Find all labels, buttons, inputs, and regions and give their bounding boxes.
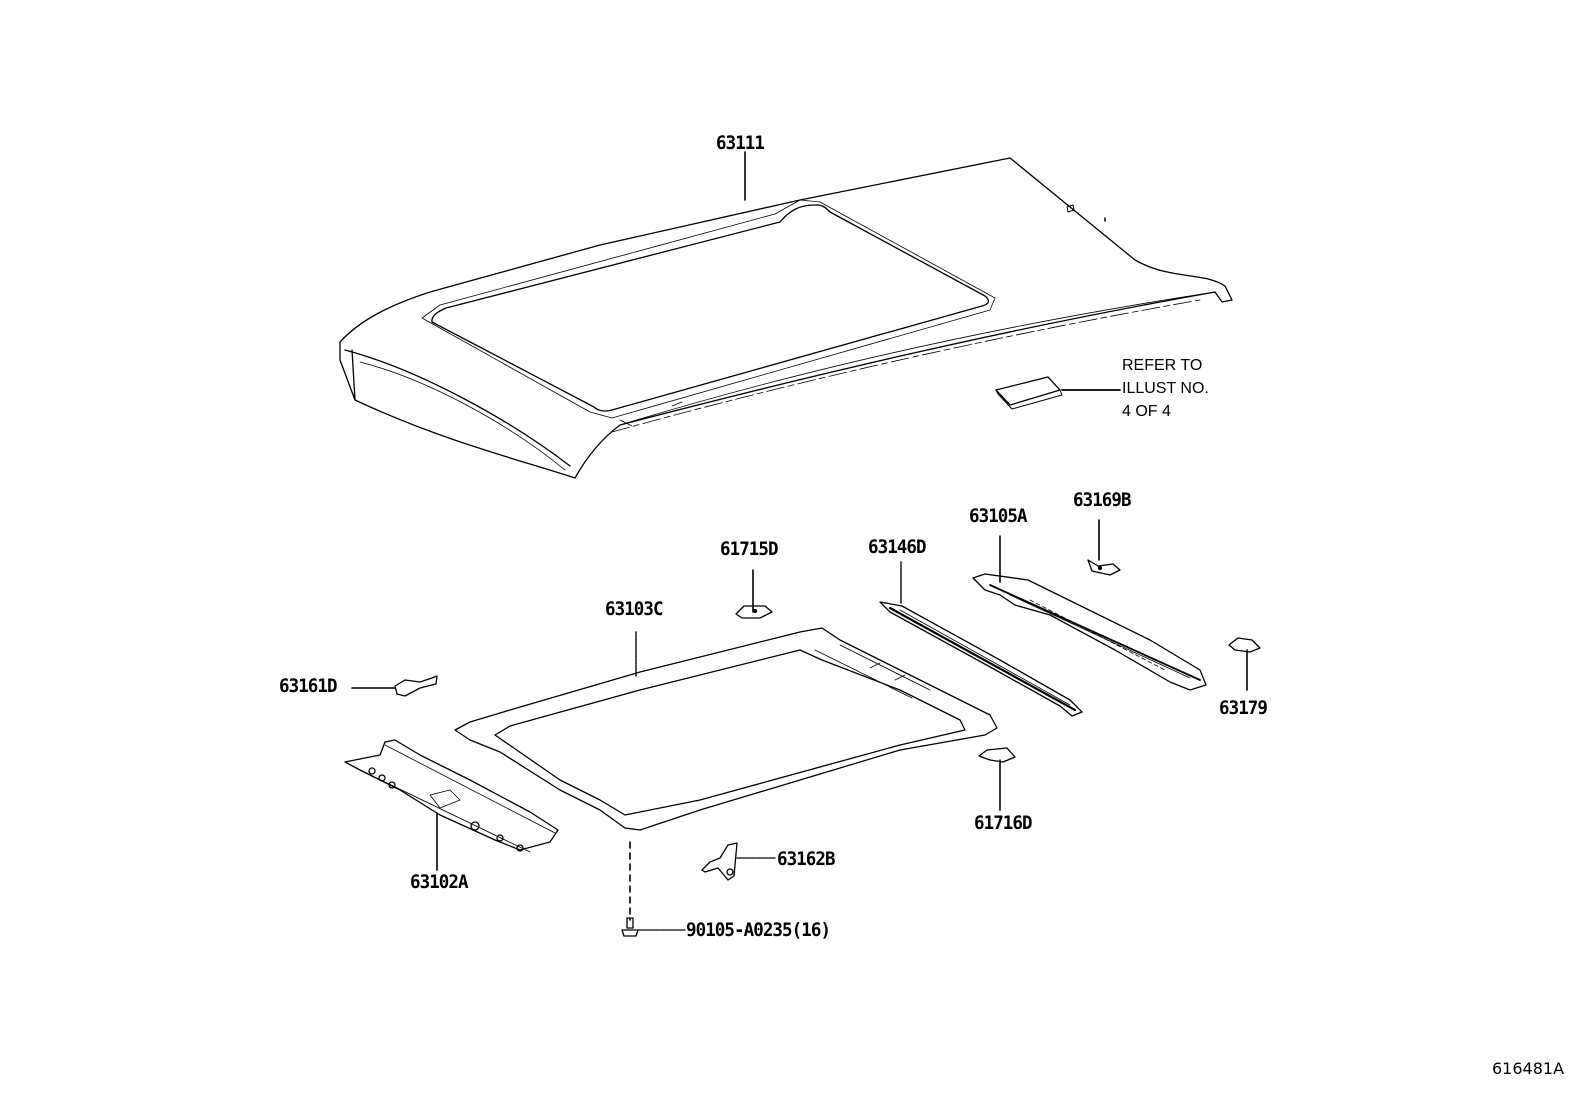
part-label-61716D[interactable]: 61716D bbox=[974, 812, 1033, 834]
bracket-61716D-drawing bbox=[978, 747, 1016, 811]
bracket-61715D-drawing bbox=[735, 569, 773, 619]
part-label-63146D[interactable]: 63146D bbox=[868, 536, 927, 558]
part-label-63102A[interactable]: 63102A bbox=[410, 871, 469, 893]
part-label-63111[interactable]: 63111 bbox=[716, 132, 765, 154]
refer-note-line-2: ILLUST NO. bbox=[1122, 380, 1209, 397]
roof-panel-drawing bbox=[339, 157, 1233, 479]
rail-63146D-drawing bbox=[879, 561, 1083, 717]
part-label-63169B[interactable]: 63169B bbox=[1073, 489, 1132, 511]
roof-patch-drawing bbox=[995, 376, 1121, 410]
bolt-90105-drawing bbox=[621, 841, 686, 937]
rail-63105A-drawing bbox=[972, 535, 1207, 691]
part-label-61715D[interactable]: 61715D bbox=[720, 538, 779, 560]
plate-63169B-drawing bbox=[1087, 519, 1121, 576]
part-label-63179[interactable]: 63179 bbox=[1219, 697, 1268, 719]
header-63102A-drawing bbox=[344, 739, 559, 871]
bracket-63162B-drawing bbox=[701, 842, 776, 881]
part-label-63105A[interactable]: 63105A bbox=[969, 505, 1028, 527]
refer-note: REFER TO ILLUST NO. 4 OF 4 bbox=[1122, 354, 1209, 423]
illustration-number: 616481A bbox=[1492, 1059, 1565, 1078]
part-label-63103C[interactable]: 63103C bbox=[605, 598, 664, 620]
part-label-63162B[interactable]: 63162B bbox=[777, 848, 836, 870]
plate-63179-drawing bbox=[1228, 637, 1261, 691]
refer-note-line-1: REFER TO bbox=[1122, 357, 1203, 374]
refer-note-line-3: 4 OF 4 bbox=[1122, 403, 1171, 420]
part-label-63161D[interactable]: 63161D bbox=[279, 675, 338, 697]
bracket-63161D-drawing bbox=[351, 675, 438, 697]
part-label-90105-A0235[interactable]: 90105-A0235(16) bbox=[686, 919, 831, 941]
frame-63103C-drawing bbox=[454, 627, 998, 831]
